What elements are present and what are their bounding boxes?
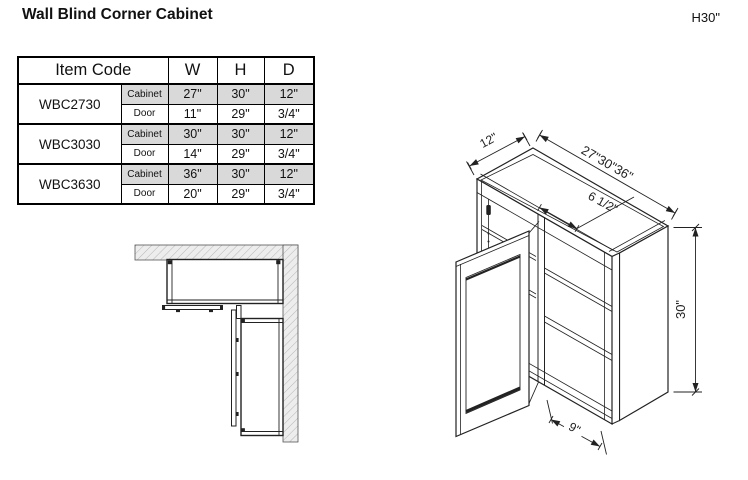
col-header-h: H — [216, 56, 265, 85]
row-label-door: Door — [120, 103, 169, 125]
cell-value: 30" — [216, 163, 265, 185]
wall-right — [282, 244, 299, 443]
table-row: Door 20" 29" 3/4" — [18, 183, 315, 205]
cell-value: 12" — [263, 123, 315, 145]
cell-value: 12" — [263, 163, 315, 185]
isometric-view: 12" 27"30"36" 6 1/2" 30" — [455, 129, 702, 455]
adjacent-cabinet-plan — [240, 317, 284, 437]
row-label-cabinet: Cabinet — [120, 163, 169, 185]
cell-value: 12" — [263, 83, 315, 105]
dim-label-depth: 12" — [477, 130, 499, 151]
cell-value: 3/4" — [263, 183, 315, 205]
item-code: WBC3030 — [17, 123, 122, 165]
open-door — [455, 221, 540, 438]
col-header-w: W — [167, 56, 218, 85]
table-row: WBC3630 Cabinet 36" 30" 12" — [17, 163, 315, 205]
wall-top — [134, 244, 299, 261]
row-label-cabinet: Cabinet — [120, 123, 169, 145]
table-row: Door 14" 29" 3/4" — [18, 143, 315, 165]
row-label-door: Door — [120, 143, 169, 165]
cell-value: 11" — [167, 103, 218, 125]
dim-label-height: 30" — [673, 300, 688, 319]
cabinet-body-plan — [166, 258, 284, 305]
cell-value: 27" — [167, 83, 218, 105]
dim-blind-panel: 9" — [546, 399, 607, 455]
page-title: Wall Blind Corner Cabinet — [22, 6, 213, 23]
cell-value: 20" — [167, 183, 218, 205]
cell-value: 3/4" — [263, 103, 315, 125]
row-label-cabinet: Cabinet — [120, 83, 169, 105]
cell-value: 30" — [167, 123, 218, 145]
cell-value: 29" — [216, 183, 265, 205]
row-label-door: Door — [120, 183, 169, 205]
cell-value: 29" — [216, 143, 265, 165]
dim-label-widths: 27"30"36" — [579, 142, 636, 184]
adjacent-door-plan — [231, 309, 239, 427]
table-row: WBC2730 Cabinet 27" 30" 12" — [17, 83, 315, 125]
cell-value: 30" — [216, 123, 265, 145]
item-code: WBC2730 — [17, 83, 122, 125]
cell-value: 3/4" — [263, 143, 315, 165]
col-header-d: D — [263, 56, 315, 85]
cell-value: 29" — [216, 103, 265, 125]
height-note: H30" — [691, 10, 720, 25]
item-code: WBC3630 — [17, 163, 122, 205]
cell-value: 30" — [216, 83, 265, 105]
cell-value: 14" — [167, 143, 218, 165]
spec-table: Item Code W H D WBC2730 Cabinet 27" 30" … — [17, 56, 315, 205]
dim-height: 30" — [673, 223, 702, 396]
cell-value: 36" — [167, 163, 218, 185]
col-header-item-code: Item Code — [17, 56, 169, 85]
table-row: WBC3030 Cabinet 30" 30" 12" — [17, 123, 315, 165]
table-header-row: Item Code W H D — [17, 56, 315, 85]
plan-view — [134, 244, 299, 443]
cabinet-right-face — [611, 224, 669, 425]
corner-stile-plan — [236, 305, 242, 319]
cabinet-door-plan — [162, 305, 223, 313]
dim-depth: 12" — [466, 130, 531, 176]
